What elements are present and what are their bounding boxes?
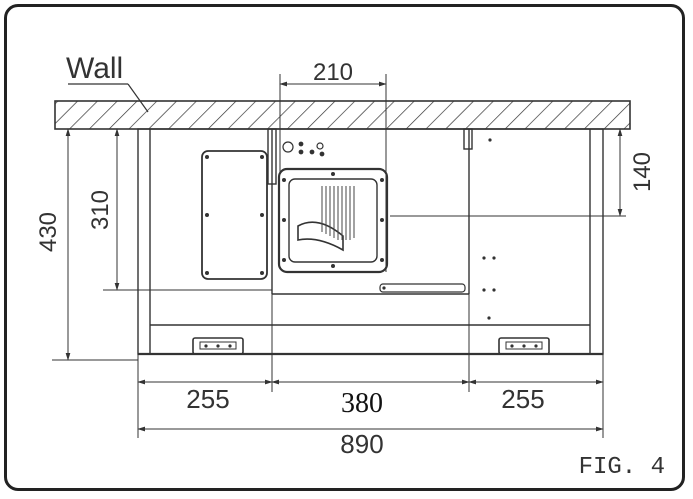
drawing-frame (4, 4, 685, 491)
wall (54, 100, 631, 130)
fastener-dots (482, 138, 496, 320)
dim-210-label: 210 (313, 59, 353, 86)
wall-leader (68, 83, 149, 113)
unit-body (137, 128, 604, 356)
dim-bottom-segments (137, 294, 604, 438)
dim-430 (52, 128, 138, 361)
dim-210 (279, 74, 387, 272)
dim-140-label: 140 (629, 152, 656, 192)
dim-seg-center-label: 380 (341, 388, 383, 419)
blower-fan (277, 167, 389, 274)
figure-label: FIG. 4 (578, 454, 665, 481)
mounting-slot (379, 283, 466, 293)
dim-seg-right-label: 255 (501, 384, 544, 414)
wall-label: Wall (66, 52, 123, 85)
dim-310 (103, 128, 272, 291)
dim-seg-left-label: 255 (186, 384, 229, 414)
dim-890-label: 890 (340, 429, 383, 459)
access-panel (201, 150, 268, 280)
dim-430-label: 430 (35, 212, 62, 252)
dim-140 (390, 128, 626, 217)
hinge-left (192, 337, 244, 355)
hinge-right (498, 337, 550, 355)
control-components (282, 141, 325, 157)
dim-310-label: 310 (87, 190, 114, 230)
